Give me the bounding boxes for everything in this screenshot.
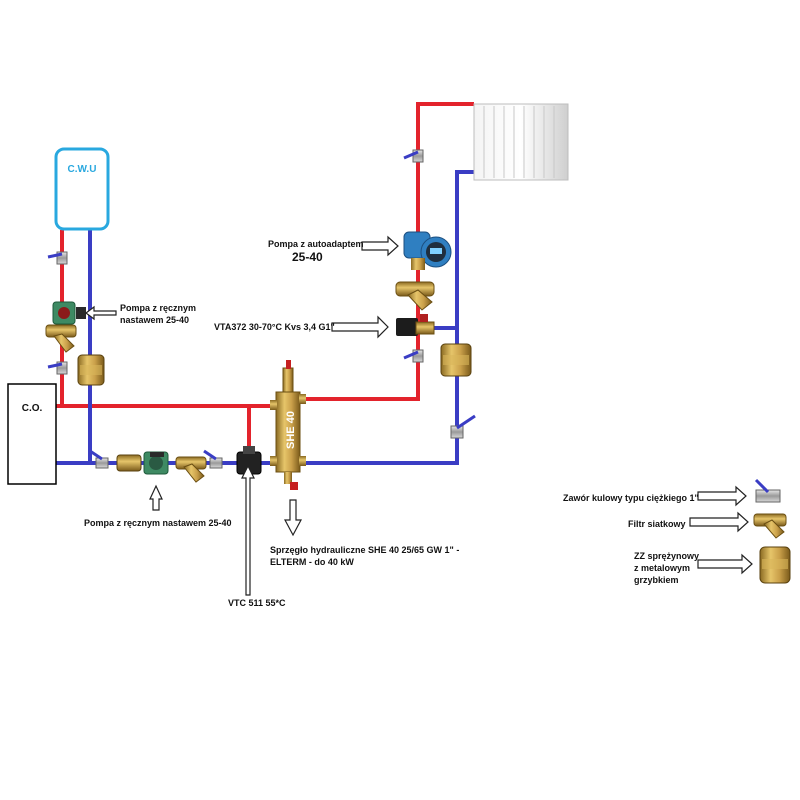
thermostatic-valve-icon: [396, 314, 435, 336]
legend-check-valve-label: ZZ sprężynowy z metalowym grzybkiem: [634, 550, 699, 586]
cwu-tank: [54, 147, 110, 231]
label-pump-manual-top: Pompa z ręcznym nastawem 25-40: [120, 302, 196, 326]
ball-valve-icon: [89, 449, 109, 469]
label-pump-manual-bottom: Pompa z ręcznym nastawem 25-40: [84, 518, 232, 528]
ball-valves: [47, 149, 476, 469]
pointer-arrows: [85, 235, 753, 596]
label-line: ELTERM - do 40 kW: [270, 557, 354, 567]
ball-valve-icon: [47, 361, 68, 375]
check-valve-icon: [77, 354, 105, 386]
hydraulic-coupler: SHE 40: [270, 360, 306, 490]
label-line: ZZ sprężynowy: [634, 551, 700, 561]
strainer-icon: [175, 456, 207, 483]
label-vta: VTA372 30-70°C Kvs 3,4 G1": [214, 322, 335, 332]
hollow-arrow-icon: [149, 484, 163, 511]
label-line: nastawem 25-40: [120, 315, 190, 325]
ball-valve-icon: [403, 349, 424, 363]
circulation-pump-icon: [52, 301, 86, 325]
label-line: Pompa z ręcznym: [120, 303, 197, 313]
hollow-arrow-icon: [241, 464, 255, 596]
label-line: z metalowym: [634, 563, 691, 573]
check-valve-icon: [440, 343, 472, 377]
strainer-icon: [45, 324, 77, 353]
legend-check-valve-icon: [759, 546, 791, 584]
legend-filter-label: Filtr siatkowy: [628, 519, 686, 529]
circulation-pump-icon: [403, 231, 452, 270]
check-valve-icon: [116, 454, 142, 472]
legend-strainer-icon: [753, 513, 787, 539]
hollow-arrow-icon: [697, 553, 753, 575]
ball-valve-icon: [47, 251, 68, 265]
hollow-arrow-icon: [697, 485, 747, 507]
hollow-arrow-icon: [284, 499, 302, 537]
co-boiler: [7, 383, 57, 485]
co-boiler-label: C.O.: [21, 403, 43, 414]
label-coupler: Sprzęgło hydrauliczne SHE 40 25/65 GW 1"…: [270, 544, 459, 568]
strainer-icon: [395, 281, 435, 311]
radiator-icon: [473, 103, 569, 181]
legend-ball-valve-label: Zawór kulowy typu ciężkiego 1": [563, 493, 699, 503]
label-line: Sprzęgło hydrauliczne SHE 40 25/65 GW 1"…: [270, 545, 460, 555]
ball-valve-icon: [403, 149, 424, 163]
cwu-tank-label: C.W.U: [67, 164, 97, 175]
label-line: 25-40: [292, 250, 323, 264]
legend-ball-valve-icon: [754, 478, 781, 503]
ball-valve-icon: [203, 449, 223, 469]
hollow-arrow-icon: [361, 235, 399, 257]
label-vtc: VTC 511 55*C: [228, 598, 286, 608]
hollow-arrow-icon: [331, 315, 389, 339]
coupler-body-text: SHE 40: [285, 411, 297, 449]
label-line: grzybkiem: [634, 575, 679, 585]
circulation-pump-icon: [143, 451, 169, 475]
label-line: Pompa z autoadaptem: [268, 239, 364, 249]
hollow-arrow-icon: [85, 305, 117, 321]
label-pump-auto: Pompa z autoadaptem 25-40: [268, 238, 364, 264]
ball-valve-icon: [450, 414, 476, 439]
hollow-arrow-icon: [689, 511, 749, 533]
return-pipe-from-radiator: [300, 170, 478, 465]
